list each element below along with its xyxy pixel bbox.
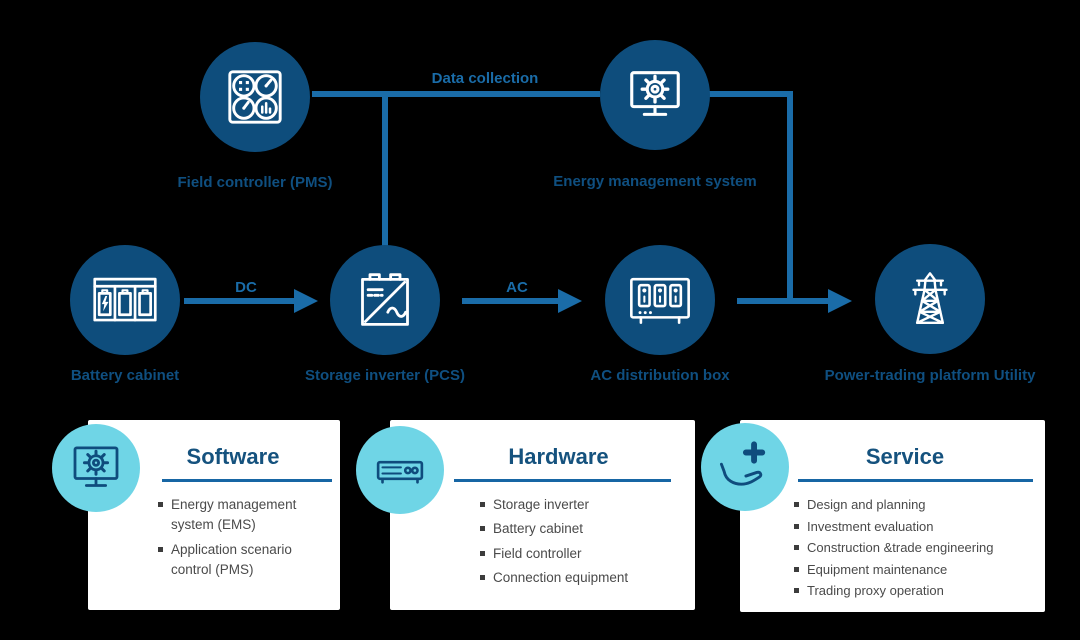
ems-to-grid-line [700,91,793,301]
hardware-badge [356,426,444,514]
list-item: Construction &trade engineering [794,538,1035,558]
service-item-list: Design and planning Investment evaluatio… [740,495,1045,601]
battery-cabinet-icon [93,277,157,321]
dc-label: DC [235,279,257,296]
ac-box-node [605,245,715,355]
field-controller-icon [228,70,282,124]
ems-icon [630,71,680,117]
service-title-rule [798,479,1033,482]
list-item: Application scenario control (PMS) [158,540,330,581]
software-card-title: Software [186,444,280,469]
hardware-item-list: Storage inverter Battery cabinet Field c… [390,495,695,588]
ac-box-label: AC distribution box [590,367,730,384]
grid-arrowhead [828,289,852,313]
software-title-rule [162,479,332,482]
service-badge [701,423,789,511]
battery-label: Battery cabinet [70,367,180,384]
list-item: Field controller [480,544,685,564]
list-item: Battery cabinet [480,519,685,539]
dc-arrowhead [294,289,318,313]
hardware-card: Hardware Storage inverter Battery cabine… [390,420,695,610]
hardware-device-icon [376,460,424,484]
ac-distribution-box-icon [630,277,690,324]
inverter-node [330,245,440,355]
service-card: Service Design and planning Investment e… [740,420,1045,612]
list-item: Connection equipment [480,568,685,588]
list-item: Investment evaluation [794,517,1035,537]
power-tower-icon [912,272,948,325]
inverter-label: Storage inverter (PCS) [304,367,466,384]
grid-label: Power-trading platform Utility [824,367,1036,384]
service-hand-plus-icon [719,441,766,486]
software-badge [52,424,140,512]
list-item: Trading proxy operation [794,581,1035,601]
ems-node [600,40,710,150]
ac-label: AC [506,279,528,296]
list-item: Energy management system (EMS) [158,495,330,536]
data-collection-label: Data collection [431,70,539,87]
storage-inverter-icon [361,273,409,326]
software-item-list: Energy management system (EMS) Applicati… [88,495,340,580]
list-item: Design and planning [794,495,1035,515]
field-controller-node [200,42,310,152]
battery-node [70,245,180,355]
list-item: Equipment maintenance [794,560,1035,580]
hardware-title-rule [454,479,671,482]
ac-arrowhead [558,289,582,313]
ems-label: Energy management system [553,173,757,190]
field-controller-label: Field controller (PMS) [177,174,333,191]
software-monitor-gear-icon [73,446,119,487]
grid-node [875,244,985,354]
service-card-title: Service [865,444,945,469]
hardware-card-title: Hardware [508,444,609,469]
list-item: Storage inverter [480,495,685,515]
